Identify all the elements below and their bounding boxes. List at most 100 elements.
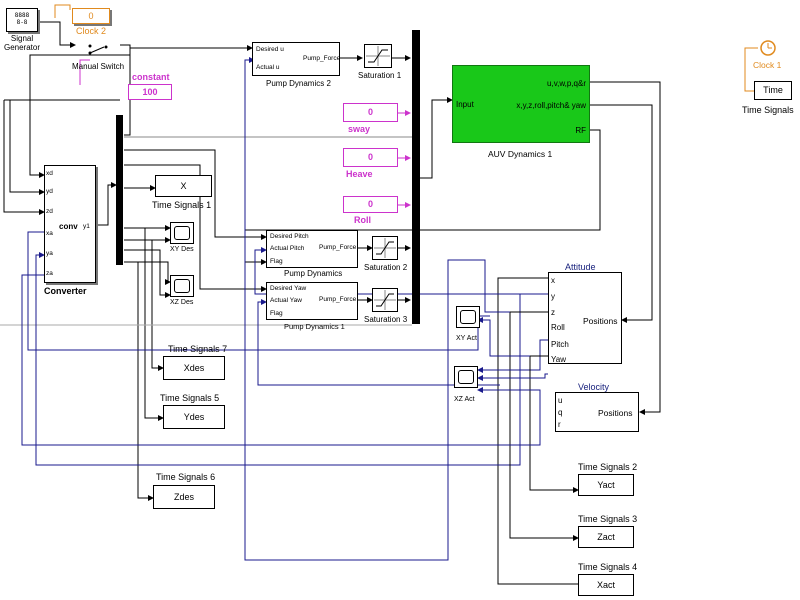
saturation-1-label: Saturation 1 (358, 71, 402, 80)
sway-block[interactable]: 0 (343, 103, 398, 122)
wire-att-pitch (529, 355, 579, 493)
wire-bus-auv (420, 97, 453, 179)
manual-switch-block[interactable] (86, 42, 110, 56)
converter-block[interactable]: xd yd zd xa ya za conv y1 (44, 165, 96, 283)
velocity-out: Positions (598, 408, 633, 418)
sway-label: sway (348, 124, 371, 134)
wire-auv-velocity (590, 81, 661, 415)
wire-att-pitch2 (477, 317, 530, 357)
pd-in-actual: Actual Pitch (270, 245, 305, 252)
wire-clock2-switch (54, 4, 71, 18)
pd1-in-actual: Actual Yaw (270, 297, 302, 304)
wire-conv-zd (3, 100, 45, 215)
ts3-label: Time Signals 3 (578, 514, 638, 524)
sway-value: 0 (367, 107, 373, 117)
wire-act-yaw (257, 299, 500, 386)
attitude-title: Attitude (565, 262, 596, 272)
saturation-3-label: Saturation 3 (364, 315, 408, 324)
wire-clock1-time (744, 47, 758, 92)
pd1-out: Pump_Force (319, 296, 357, 303)
xy-act-scope-icon (460, 310, 476, 324)
attitude-in-x: x (551, 276, 555, 285)
ts5-block[interactable]: Ydes (163, 405, 225, 429)
converter-in-zd: zd (46, 208, 53, 215)
manual-switch-label: Manual Switch (72, 62, 125, 71)
pd-out: Pump_Force (319, 244, 357, 251)
xz-des-scope[interactable] (170, 275, 194, 297)
xz-act-scope-icon (458, 370, 474, 384)
attitude-block[interactable]: x y z Roll Pitch Yaw Positions (548, 272, 622, 364)
pump-dynamics-2-block[interactable]: Desired u Actual u Pump_Force (252, 42, 340, 76)
ts6-block[interactable]: Zdes (153, 485, 215, 509)
constant-block[interactable]: 100 (128, 84, 172, 100)
velocity-in-q: q (558, 408, 563, 417)
saturation-1-icon (366, 46, 390, 66)
signal-generator-display: 8888 8-8 (14, 12, 30, 26)
time-signals-label: Time Signals (742, 105, 794, 115)
mux-bus-right[interactable] (412, 30, 420, 324)
wire-att-z (509, 311, 579, 541)
converter-out-y1: y1 (83, 223, 90, 230)
xz-des-scope-icon (174, 279, 190, 293)
attitude-out: Positions (583, 316, 618, 326)
velocity-block[interactable]: u q r Positions (555, 392, 639, 432)
auv-in-input: Input (456, 100, 474, 109)
heave-label: Heave (346, 169, 373, 179)
auv-dynamics-block[interactable]: Input u,v,w,p,q&r x,y,z,roll,pitch& yaw … (452, 65, 590, 143)
wire-siggen-switch (40, 21, 76, 48)
ts5-var: Ydes (183, 412, 205, 422)
pump-dynamics-1-label: Pump Dynamics 1 (284, 322, 345, 331)
clock2-label: Clock 2 (76, 26, 107, 36)
auv-out-rf: RF (575, 126, 586, 135)
wire-att-y (35, 252, 548, 466)
wire-bus-ts6 (137, 262, 154, 501)
auv-out-vel: u,v,w,p,q&r (547, 79, 586, 88)
attitude-in-y: y (551, 292, 555, 301)
roll-value: 0 (367, 199, 373, 209)
ts1-block[interactable]: X (155, 175, 212, 197)
xy-des-label: XY Des (170, 246, 194, 253)
signal-generator-block[interactable]: 8888 8-8 (6, 8, 38, 32)
converter-in-ya: ya (46, 250, 53, 257)
constant-value: 100 (142, 87, 158, 97)
ts3-block[interactable]: Zact (578, 526, 634, 548)
ts2-label: Time Signals 2 (578, 462, 638, 472)
ts2-block[interactable]: Yact (578, 474, 634, 496)
clock1-block[interactable] (758, 38, 778, 58)
pd2-in-actual: Actual u (256, 64, 280, 71)
saturation-1-block[interactable] (364, 44, 392, 68)
xy-act-scope[interactable] (456, 306, 480, 328)
converter-in-xd: xd (46, 170, 53, 177)
roll-block[interactable]: 0 (343, 196, 398, 213)
attitude-in-z: z (551, 308, 555, 317)
ts2-var: Yact (597, 480, 615, 490)
pump-dynamics-block[interactable]: Desired Pitch Actual Pitch Flag Pump_For… (266, 230, 358, 268)
saturation-3-block[interactable] (372, 288, 398, 312)
attitude-in-yaw: Yaw (551, 355, 566, 364)
ts4-var: Xact (596, 580, 615, 590)
clock-icon (760, 40, 776, 56)
xz-act-label: XZ Act (454, 396, 475, 403)
auv-out-pos: x,y,z,roll,pitch& yaw (516, 101, 586, 110)
clock1-label: Clock 1 (753, 60, 782, 70)
clock2-block[interactable]: 0 (72, 8, 110, 24)
converter-func: conv (59, 222, 78, 231)
wire-xa-loop (27, 231, 479, 351)
xz-act-scope[interactable] (454, 366, 478, 388)
signal-generator-label: Signal Generator (3, 34, 41, 52)
xy-des-scope[interactable] (170, 222, 194, 244)
ts4-label: Time Signals 4 (578, 562, 638, 572)
ts4-block[interactable]: Xact (578, 574, 634, 596)
ts6-label: Time Signals 6 (156, 472, 216, 482)
pump-dynamics-1-block[interactable]: Desired Yaw Actual Yaw Flag Pump_Force (266, 282, 358, 320)
demux-bus-left[interactable] (116, 115, 123, 265)
saturation-2-block[interactable] (372, 236, 398, 260)
pd2-out: Pump_Force (303, 55, 341, 62)
auv-dynamics-label: AUV Dynamics 1 (488, 149, 553, 159)
ts7-block[interactable]: Xdes (163, 356, 225, 380)
time-block[interactable]: Time (754, 81, 792, 100)
heave-value: 0 (367, 152, 373, 162)
velocity-in-r: r (558, 420, 561, 429)
heave-block[interactable]: 0 (343, 148, 398, 167)
